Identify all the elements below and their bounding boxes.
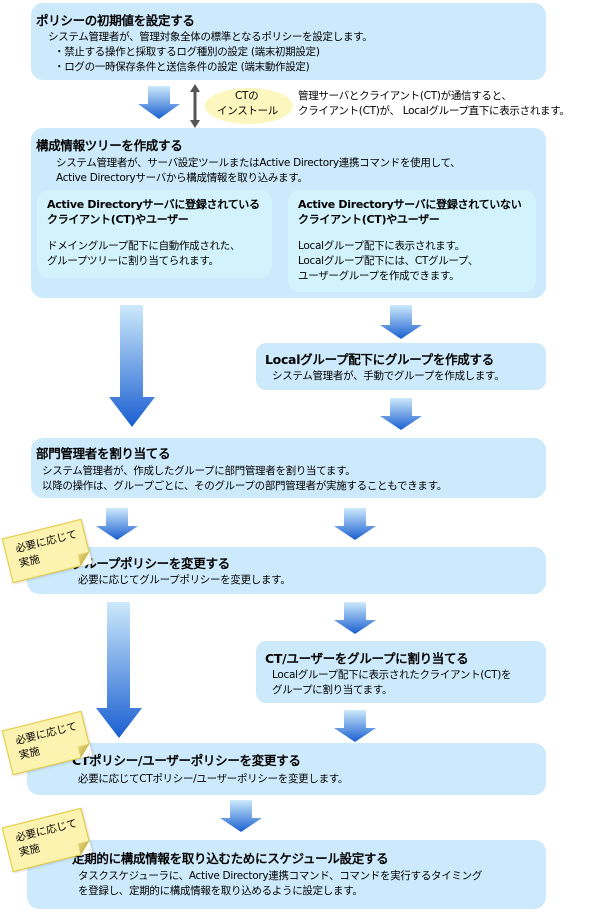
step-group-policy	[27, 547, 546, 594]
unregistered-ct-desc: Localグループ配下に表示されます。	[298, 240, 465, 252]
step-initial-policy-title: ポリシーの初期値を設定する	[36, 13, 195, 28]
step-schedule	[27, 840, 546, 909]
registered-ct-desc: グループツリーに割り当てられます。	[47, 255, 219, 267]
step-dept-admin-line: 以降の操作は、グループごとに、そのグループの部門管理者が実施することもできます。	[42, 480, 447, 492]
registered-ct-desc: ドメイングループ配下に自動作成された、	[47, 240, 241, 252]
unregistered-ct-panel	[288, 190, 536, 292]
down-arrow-icon	[138, 86, 180, 119]
unregistered-ct-title: Active Directoryサーバに登録されていない	[298, 198, 522, 211]
step-ct-policy-title: CTポリシー/ユーザーポリシーを変更する	[72, 753, 301, 768]
step-schedule-line: を登録し、定期的に構成情報を取り込めるように設定します。	[78, 885, 363, 897]
optional-note-label: 必要に応じて 実施	[14, 817, 79, 859]
step-group-policy-line: 必要に応じてグループポリシーを変更します。	[78, 574, 291, 586]
unregistered-ct-title: クライアント(CT)やユーザー	[298, 213, 440, 226]
down-arrow-icon	[380, 305, 422, 339]
registered-ct-title: Active Directoryサーバに登録されている	[47, 198, 260, 211]
down-arrow-icon	[220, 800, 262, 832]
ct-install-label: CTの	[235, 90, 259, 102]
step-initial-policy-line: ・禁止する操作と採取するログ種別の設定 (端末初期設定)	[54, 46, 320, 58]
step-assign-ct-title: CT/ユーザーをグループに割り当てる	[265, 651, 469, 666]
step-ct-policy	[27, 743, 546, 795]
ct-install-desc: クライアント(CT)が、 Localグループ直下に表示されます。	[298, 105, 570, 117]
step-dept-admin-line: システム管理者が、作成したグループに部門管理者を割り当てます。	[42, 465, 356, 477]
optional-note-label: 必要に応じて 実施	[14, 528, 79, 570]
unregistered-ct-desc: Localグループ配下には、CTグループ、	[298, 255, 479, 267]
step-dept-admin-title: 部門管理者を割り当てる	[36, 446, 171, 461]
long-down-arrow-icon	[109, 305, 155, 427]
step-schedule-line: タスクスケジューラに、Active Directory連携コマンド、コマンドを実…	[78, 870, 483, 882]
step-initial-policy-line: システム管理者が、管理対象全体の標準となるポリシーを設定します。	[48, 31, 373, 43]
step-config-tree-line: システム管理者が、サーバ設定ツールまたはActive Directory連携コマ…	[56, 157, 461, 169]
step-schedule-title: 定期的に構成情報を取り込むためにスケジュール設定する	[72, 851, 389, 866]
down-arrow-icon	[334, 602, 376, 634]
step-dept-admin	[31, 438, 546, 498]
step-config-tree-title: 構成情報ツリーを作成する	[36, 138, 183, 153]
step-config-tree-line: Active Directoryサーバから構成情報を取り込みます。	[56, 172, 308, 184]
long-down-arrow-icon	[96, 602, 142, 738]
step-group-policy-title: グループポリシーを変更する	[72, 556, 230, 571]
down-arrow-icon	[96, 508, 138, 540]
step-local-group-line: システム管理者が、手動でグループを作成します。	[272, 370, 505, 382]
down-arrow-icon	[380, 398, 422, 430]
down-arrow-icon	[334, 710, 376, 742]
ct-install-desc: 管理サーバとクライアント(CT)が通信すると、	[298, 90, 512, 102]
registered-ct-panel	[37, 190, 272, 278]
step-local-group-title: Localグループ配下にグループを作成する	[265, 352, 494, 367]
step-assign-ct-line: Localグループ配下に表示されたクライアント(CT)を	[272, 669, 512, 681]
step-initial-policy	[31, 3, 546, 80]
step-assign-ct-line: グループに割り当てます。	[272, 684, 393, 696]
registered-ct-title: クライアント(CT)やユーザー	[47, 213, 189, 226]
ct-install-label: インストール	[217, 105, 278, 117]
optional-note-label: 必要に応じて 実施	[14, 720, 79, 762]
step-initial-policy-line: ・ログの一時保存条件と送信条件の設定 (端末動作設定)	[54, 61, 310, 73]
unregistered-ct-desc: ユーザーグループを作成できます。	[298, 270, 460, 282]
bidirectional-arrow-icon	[190, 84, 200, 128]
step-ct-policy-line: 必要に応じてCTポリシー/ユーザーポリシーを変更します。	[78, 773, 349, 785]
step-assign-ct	[256, 641, 546, 703]
ct-install-bubble	[205, 88, 293, 124]
step-local-group	[256, 343, 546, 390]
down-arrow-icon	[334, 508, 376, 540]
